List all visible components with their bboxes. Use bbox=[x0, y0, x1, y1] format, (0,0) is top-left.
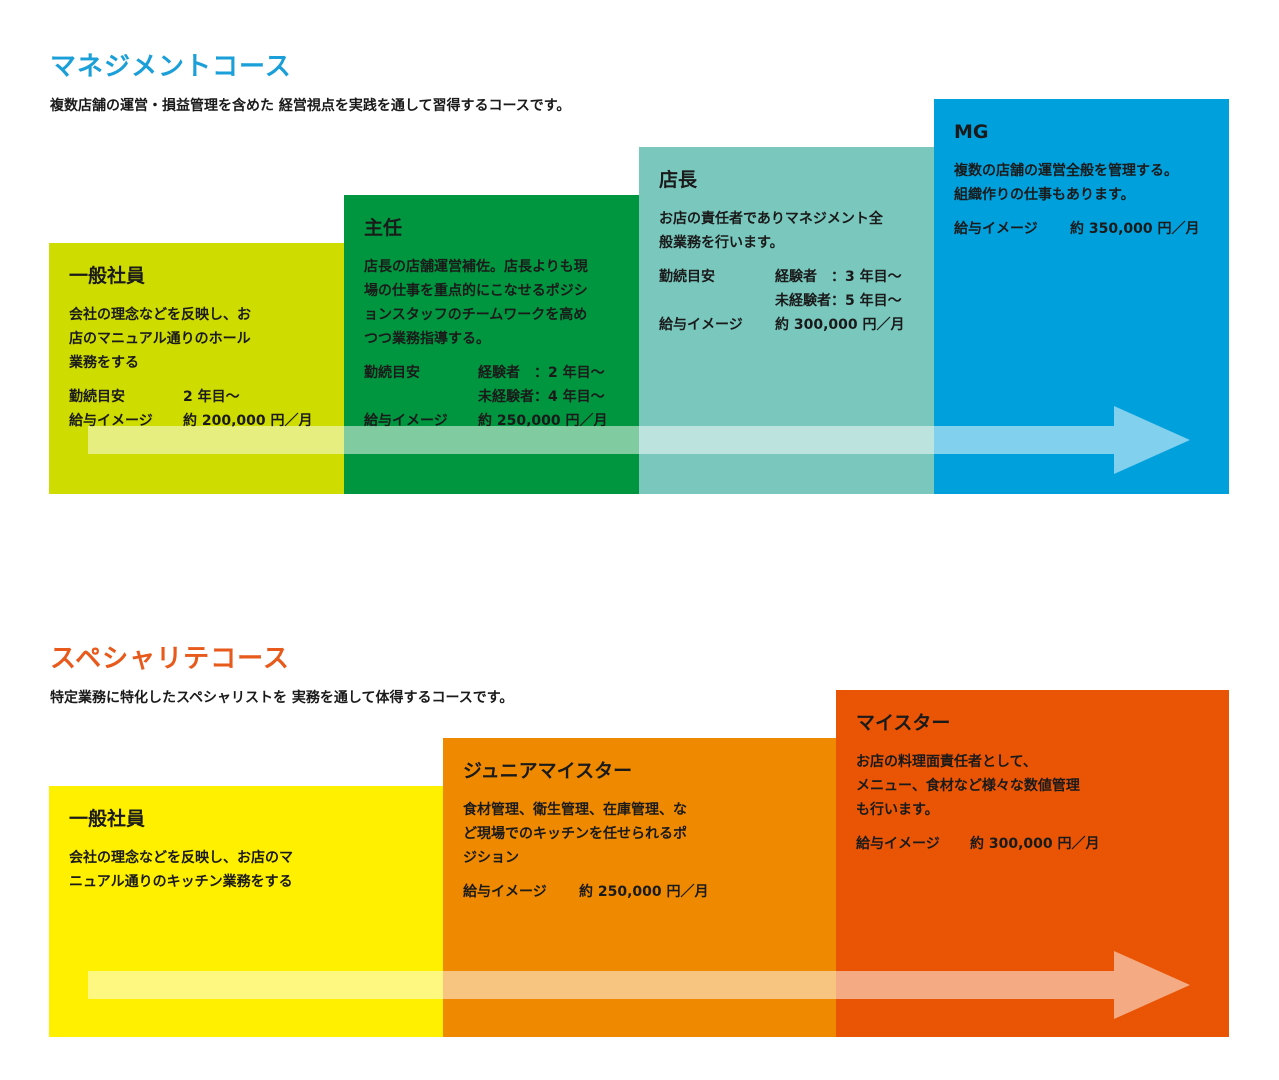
step-title: 一般社員 bbox=[69, 265, 146, 287]
salary-value: 約 300,000 円／月 bbox=[775, 317, 905, 333]
tenure-label: 勤続目安 bbox=[659, 269, 715, 285]
salary-label: 給与イメージ bbox=[856, 836, 940, 852]
step-description: お店の料理面責任者として、 メニュー、食材など様々な数値管理 も行います。 bbox=[856, 754, 1080, 818]
salary-label: 給与イメージ bbox=[463, 884, 547, 900]
tenure-value: 2 年目〜 bbox=[183, 389, 240, 405]
salary-value: 約 250,000 円／月 bbox=[579, 884, 709, 900]
salary-label: 給与イメージ bbox=[954, 221, 1038, 237]
salary-label: 給与イメージ bbox=[364, 413, 448, 429]
step-description: 店長の店舗運営補佐。店長よりも現 場の仕事を重点的にこなせるポジシ ョンスタッフ… bbox=[364, 259, 588, 347]
tenure-label: 勤続目安 bbox=[364, 365, 420, 381]
step-description: お店の責任者でありマネジメント全 般業務を行います。 bbox=[659, 211, 883, 251]
salary-value: 約 300,000 円／月 bbox=[970, 836, 1100, 852]
step-title: 主任 bbox=[364, 217, 403, 239]
step-description: 会社の理念などを反映し、お 店のマニュアル通りのホール 業務をする bbox=[69, 307, 251, 371]
step-description: 食材管理、衛生管理、在庫管理、な ど現場でのキッチンを任せられるポ ジション bbox=[463, 802, 687, 866]
step-description: 複数の店舗の運営全般を管理する。 組織作りの仕事もあります。 bbox=[954, 163, 1178, 203]
step-title: マイスター bbox=[856, 712, 951, 734]
salary-value: 約 200,000 円／月 bbox=[183, 413, 313, 429]
step-title: 店長 bbox=[659, 169, 698, 191]
tenure-value: 経験者 ：2 年目〜 未経験者：4 年目〜 bbox=[478, 365, 605, 405]
management-course-title: マネジメントコース bbox=[50, 52, 292, 82]
salary-value: 約 350,000 円／月 bbox=[1070, 221, 1200, 237]
step-title: MG bbox=[954, 121, 989, 143]
management-progress-arrow bbox=[88, 406, 1190, 474]
step-title: ジュニアマイスター bbox=[463, 760, 633, 782]
salary-value: 約 250,000 円／月 bbox=[478, 413, 608, 429]
specialty-course-description: 特定業務に特化したスペシャリストを 実務を通して体得するコースです。 bbox=[50, 690, 514, 706]
step-title: 一般社員 bbox=[69, 808, 146, 830]
tenure-value: 経験者 ：3 年目〜 未経験者：5 年目〜 bbox=[775, 269, 902, 309]
tenure-label: 勤続目安 bbox=[69, 389, 125, 405]
specialty-progress-arrow bbox=[88, 951, 1190, 1019]
salary-label: 給与イメージ bbox=[659, 317, 743, 333]
step-description: 会社の理念などを反映し、お店のマ ニュアル通りのキッチン業務をする bbox=[69, 850, 293, 890]
specialty-course-title: スペシャリテコース bbox=[50, 644, 290, 674]
management-course-description: 複数店舗の運営・損益管理を含めた 経営視点を実践を通して習得するコースです。 bbox=[50, 98, 571, 114]
salary-label: 給与イメージ bbox=[69, 413, 153, 429]
